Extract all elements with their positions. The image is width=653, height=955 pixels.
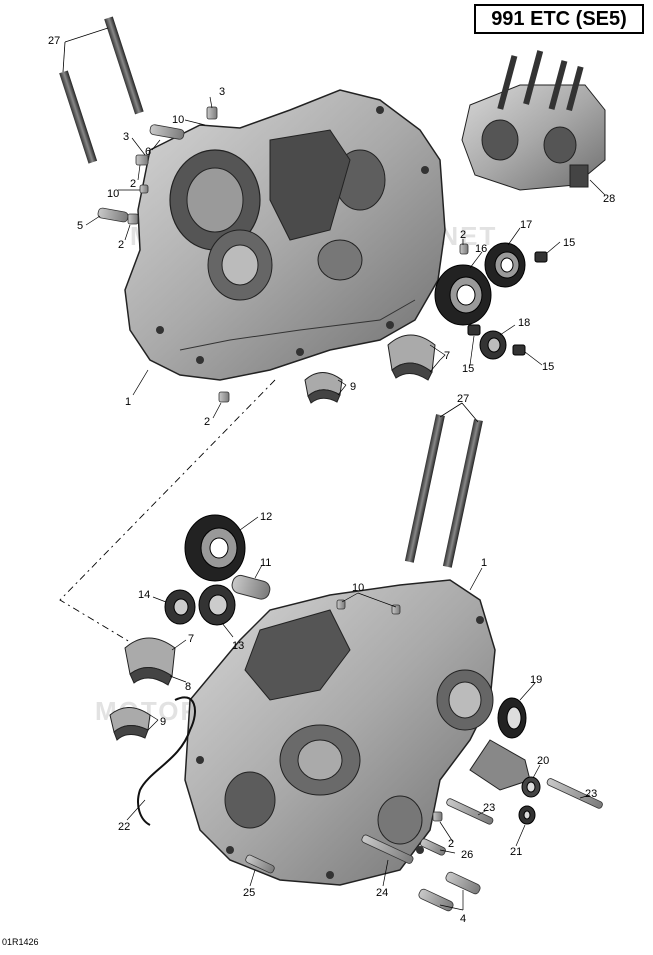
callout-2-a: 2 <box>130 178 136 190</box>
callout-6: 6 <box>145 146 151 158</box>
callout-15-b: 15 <box>462 363 474 375</box>
callout-2-c: 2 <box>204 416 210 428</box>
callout-7-bottom: 7 <box>188 633 194 645</box>
dowel-pins-lower <box>336 599 401 615</box>
engine-assembly-thumbnail <box>461 50 606 191</box>
callout-9-bottom: 9 <box>160 716 166 728</box>
half-bearings-lower <box>109 637 176 741</box>
callout-15-c: 15 <box>542 361 554 373</box>
callout-28: 28 <box>603 193 615 205</box>
callout-7-top: 7 <box>444 350 450 362</box>
dashed-alignment-line <box>59 379 276 661</box>
dowel-pins-upper <box>97 106 469 403</box>
callout-14: 14 <box>138 589 150 601</box>
bearing-18 <box>479 330 507 360</box>
bearing-12 <box>184 514 246 582</box>
callout-22: 22 <box>118 821 130 833</box>
seal-19 <box>497 697 527 739</box>
crankcase-lower-half <box>184 579 531 886</box>
callout-21: 21 <box>510 846 522 858</box>
callout-20: 20 <box>537 755 549 767</box>
callout-9-top: 9 <box>350 381 356 393</box>
leader-lines <box>85 96 606 911</box>
callout-2-b: 2 <box>118 239 124 251</box>
callout-27-bottom: 27 <box>457 393 469 405</box>
plugs-15 <box>467 251 548 356</box>
sleeve-11 <box>231 574 271 600</box>
callout-23-b: 23 <box>483 802 495 814</box>
callout-23-a: 23 <box>585 788 597 800</box>
bearing-17 <box>484 242 526 288</box>
stud-27-lower <box>404 402 483 568</box>
callout-26: 26 <box>461 849 473 861</box>
bolts-lower <box>245 778 603 912</box>
callout-3-a: 3 <box>219 86 225 98</box>
callout-4: 4 <box>460 913 466 925</box>
half-bearings-upper <box>304 334 436 404</box>
gasket-22 <box>137 696 196 826</box>
bearing-13 <box>198 584 236 626</box>
callout-labels: 27 3 10 3 6 2 10 5 2 1 2 2 16 17 15 15 1… <box>48 35 615 925</box>
callout-11: 11 <box>260 557 271 569</box>
callout-27-top: 27 <box>48 35 60 47</box>
bearing-14 <box>164 589 196 625</box>
nut-21 <box>518 805 536 825</box>
ring-20 <box>521 776 541 798</box>
callout-17: 17 <box>520 219 532 231</box>
callout-13: 13 <box>232 640 244 652</box>
callout-5: 5 <box>77 220 83 232</box>
crankcase-upper-half <box>124 89 446 381</box>
callout-12: 12 <box>260 511 272 523</box>
callout-3-b: 3 <box>123 131 129 143</box>
callout-10-a: 10 <box>172 114 184 126</box>
stud-27-upper <box>59 16 144 164</box>
callout-2-d: 2 <box>460 229 466 241</box>
callout-18: 18 <box>518 317 530 329</box>
callout-25: 25 <box>243 887 255 899</box>
callout-10-c: 10 <box>352 582 364 594</box>
callout-8: 8 <box>185 681 191 693</box>
callout-24: 24 <box>376 887 388 899</box>
callout-1-bottom: 1 <box>481 557 487 569</box>
diagram-reference-code: 01R1426 <box>2 937 39 947</box>
callout-19: 19 <box>530 674 542 686</box>
callout-10-b: 10 <box>107 188 119 200</box>
callout-2-e: 2 <box>448 838 454 850</box>
model-title: 991 ETC (SE5) <box>491 7 627 30</box>
bearing-16 <box>434 264 492 326</box>
callout-1-top: 1 <box>125 396 131 408</box>
callout-15-a: 15 <box>563 237 575 249</box>
model-title-box: 991 ETC (SE5) <box>474 4 644 34</box>
callout-16: 16 <box>475 243 487 255</box>
